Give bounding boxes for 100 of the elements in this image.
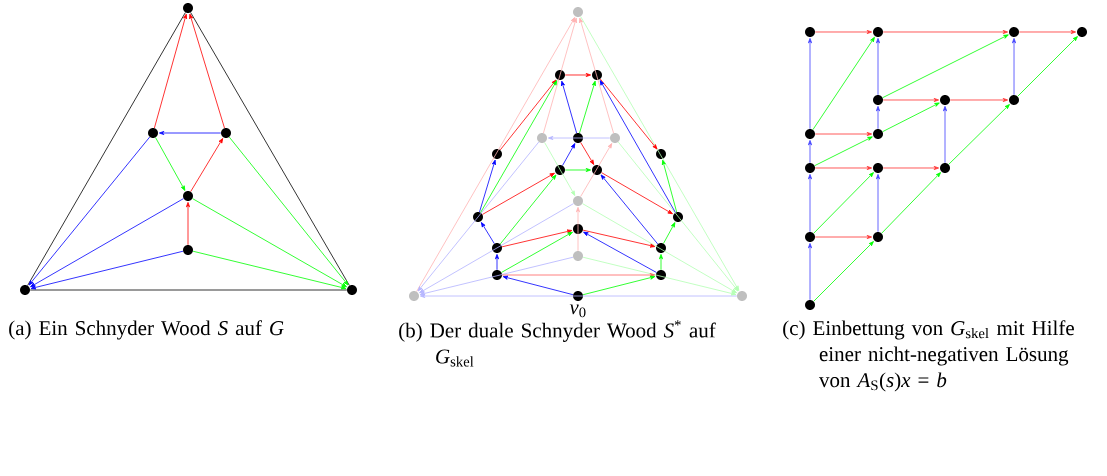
vertex-label: v$_{0}$ bbox=[569, 304, 586, 318]
arrow bbox=[580, 143, 613, 197]
vertex bbox=[555, 70, 565, 80]
arrow bbox=[30, 250, 184, 290]
arrow bbox=[543, 17, 577, 134]
arrow bbox=[561, 80, 577, 134]
arrow bbox=[601, 172, 673, 215]
vertex bbox=[873, 163, 883, 173]
line bbox=[190, 12, 350, 286]
caption: (c) Einbettung von G$_{skel}$ mit Hilfe einer nicht-negativen Lösung von A$_{S}$(s)x = b bbox=[783, 320, 1074, 392]
vertex bbox=[873, 232, 883, 242]
arrow bbox=[808, 140, 813, 164]
arrow bbox=[582, 229, 656, 248]
arrow bbox=[564, 168, 591, 172]
arrow bbox=[416, 17, 576, 292]
vertex bbox=[492, 149, 502, 159]
arrow bbox=[419, 256, 574, 296]
arrow bbox=[600, 174, 659, 245]
vertex bbox=[473, 212, 483, 222]
arrow bbox=[417, 141, 540, 292]
vertex bbox=[805, 300, 815, 310]
vertex bbox=[940, 95, 950, 105]
arrow bbox=[1012, 38, 1017, 96]
vertex bbox=[592, 70, 602, 80]
arrow bbox=[582, 203, 737, 294]
arrow bbox=[190, 138, 224, 192]
arrow bbox=[617, 141, 739, 292]
line bbox=[29, 289, 348, 291]
arrow bbox=[154, 13, 187, 129]
arrow bbox=[813, 241, 874, 302]
arrow bbox=[480, 222, 495, 244]
arrow bbox=[876, 174, 881, 233]
arrow bbox=[576, 207, 580, 252]
vertex bbox=[555, 165, 565, 175]
arrow bbox=[882, 98, 940, 102]
vertex bbox=[492, 270, 502, 280]
vertex bbox=[873, 27, 883, 37]
vertex bbox=[183, 245, 193, 255]
vertex bbox=[1009, 27, 1019, 37]
arrow bbox=[192, 198, 347, 288]
arrow bbox=[882, 102, 940, 133]
arrow bbox=[949, 98, 1009, 102]
arrow bbox=[482, 172, 555, 215]
arrow bbox=[30, 198, 184, 288]
vertex bbox=[221, 128, 231, 138]
arrow bbox=[502, 275, 574, 296]
arrow bbox=[155, 137, 186, 191]
arrow bbox=[564, 73, 591, 77]
arrow bbox=[812, 36, 875, 131]
arrow bbox=[186, 202, 190, 246]
arrow bbox=[159, 131, 222, 135]
vertex bbox=[805, 163, 815, 173]
arrow bbox=[548, 136, 611, 140]
arrow bbox=[582, 256, 737, 296]
arrow bbox=[580, 142, 595, 165]
arrow bbox=[501, 231, 573, 273]
vertex bbox=[873, 129, 883, 139]
vertex bbox=[573, 7, 583, 17]
vertex bbox=[492, 243, 502, 253]
arrow bbox=[882, 30, 1009, 34]
vertex bbox=[656, 149, 666, 159]
arrow bbox=[943, 106, 948, 164]
arrow bbox=[192, 250, 347, 290]
arrow bbox=[228, 136, 349, 286]
arrow bbox=[661, 159, 678, 213]
vertex bbox=[573, 224, 583, 234]
arrow bbox=[948, 104, 1010, 165]
arrow bbox=[579, 80, 596, 134]
vertex bbox=[737, 291, 747, 301]
arrow bbox=[881, 172, 941, 234]
vertex bbox=[183, 191, 193, 201]
arrow bbox=[808, 174, 813, 233]
caption: (a) Ein Schnyder Wood S auf G bbox=[9, 320, 284, 340]
vertex bbox=[805, 232, 815, 242]
arrow bbox=[480, 80, 558, 213]
arrow bbox=[1018, 30, 1077, 34]
vertex bbox=[1077, 27, 1087, 37]
vertex bbox=[148, 128, 158, 138]
arrow bbox=[876, 38, 881, 96]
line bbox=[27, 12, 186, 286]
arrow bbox=[814, 30, 873, 34]
arrow bbox=[189, 13, 225, 129]
caption: (b) Der duale Schnyder Wood S$^{*}$ auf G$_{skel}$ bbox=[399, 320, 716, 367]
arrow bbox=[495, 254, 499, 271]
arrow bbox=[599, 80, 676, 213]
arrow bbox=[499, 79, 557, 151]
arrow bbox=[882, 166, 940, 170]
arrow bbox=[808, 243, 813, 301]
vertex bbox=[573, 196, 583, 206]
arrow bbox=[882, 34, 1009, 99]
arrow bbox=[814, 132, 873, 136]
arrow bbox=[562, 143, 576, 166]
arrow bbox=[659, 254, 663, 271]
arrow bbox=[813, 172, 874, 234]
vertex bbox=[610, 133, 620, 143]
arrow bbox=[479, 159, 496, 213]
vertex bbox=[347, 285, 357, 295]
vertex bbox=[183, 3, 193, 13]
vertex bbox=[805, 129, 815, 139]
vertex bbox=[409, 291, 419, 301]
